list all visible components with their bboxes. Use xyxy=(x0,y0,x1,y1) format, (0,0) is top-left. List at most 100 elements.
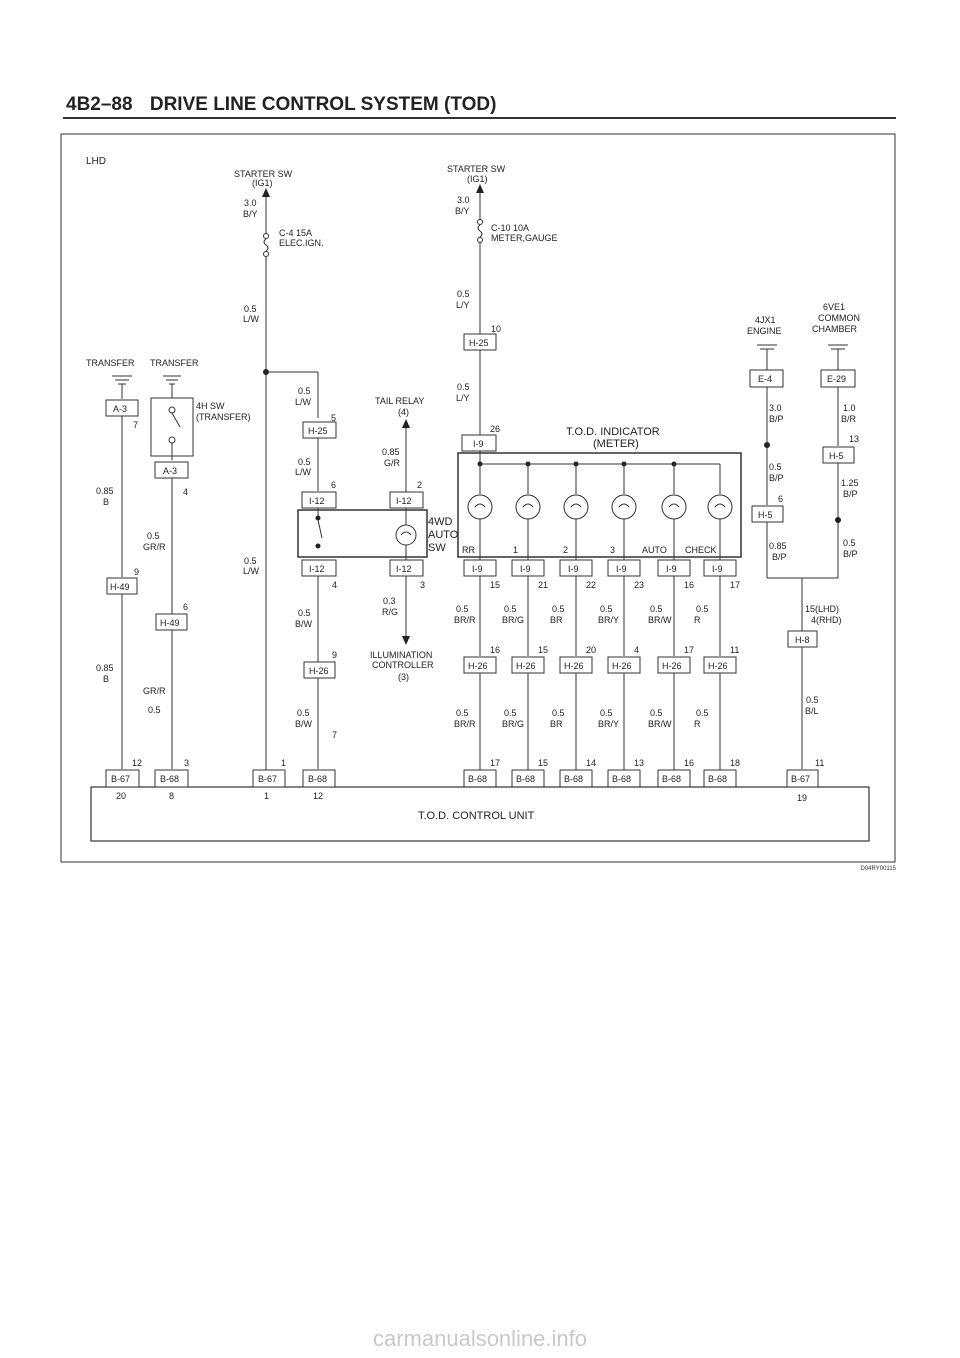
svg-text:(3): (3) xyxy=(398,672,409,682)
diagram-frame xyxy=(60,133,896,863)
svg-text:I-12: I-12 xyxy=(309,564,325,574)
4wd-auto-switch: 4WD AUTO SW xyxy=(297,508,459,561)
svg-text:B/P: B/P xyxy=(769,473,784,483)
svg-text:12: 12 xyxy=(313,791,323,801)
svg-text:1.25: 1.25 xyxy=(841,478,859,488)
svg-text:ENGINE: ENGINE xyxy=(747,326,782,336)
wire-size: 0.5 xyxy=(456,604,469,614)
svg-text:0.85: 0.85 xyxy=(96,663,114,673)
svg-text:0.5: 0.5 xyxy=(843,538,856,548)
wire-color: BR/G xyxy=(502,615,524,625)
wire-size: 0.5 xyxy=(552,708,565,718)
svg-text:B/P: B/P xyxy=(843,549,858,559)
pin-number: 16 xyxy=(684,758,694,768)
svg-text:H-25: H-25 xyxy=(469,338,489,348)
svg-text:4: 4 xyxy=(332,580,337,590)
connector-label: H-26 xyxy=(612,661,632,671)
wire-size: 0.5 xyxy=(456,708,469,718)
svg-text:3.0: 3.0 xyxy=(457,195,470,205)
svg-text:L/Y: L/Y xyxy=(456,300,470,310)
svg-text:GR/R: GR/R xyxy=(143,542,166,552)
illumination-arrow xyxy=(402,636,410,645)
svg-text:B-67: B-67 xyxy=(791,774,810,784)
pin-number: 22 xyxy=(586,580,596,590)
svg-text:4JX1: 4JX1 xyxy=(755,315,776,325)
svg-text:B/P: B/P xyxy=(769,414,784,424)
svg-text:(IG1): (IG1) xyxy=(252,178,273,188)
svg-text:H-5: H-5 xyxy=(829,451,844,461)
wire-color: BR/R xyxy=(454,615,476,625)
svg-text:2: 2 xyxy=(417,480,422,490)
indicator-lamp xyxy=(661,494,687,520)
indicator-lamp xyxy=(515,494,541,520)
svg-text:12: 12 xyxy=(132,758,142,768)
svg-text:3: 3 xyxy=(184,758,189,768)
connector-label: B-68 xyxy=(468,774,487,784)
svg-text:E-29: E-29 xyxy=(827,374,846,384)
lamp-label: CHECK xyxy=(685,545,717,555)
svg-text:8: 8 xyxy=(169,791,174,801)
header-rule xyxy=(63,117,896,119)
tod-indicator-meter: T.O.D. INDICATOR (METER) xyxy=(457,426,742,558)
bottom-connector-right: 11 B-67 19 xyxy=(786,758,824,803)
svg-text:TAIL RELAY: TAIL RELAY xyxy=(375,396,424,406)
indicator-lamp xyxy=(611,494,637,520)
svg-text:L/W: L/W xyxy=(295,467,312,477)
wire-size: 0.5 xyxy=(696,708,709,718)
svg-text:0.85: 0.85 xyxy=(769,541,787,551)
connector-label: B-68 xyxy=(708,774,727,784)
svg-text:7: 7 xyxy=(133,420,138,430)
page-header: 4B2–88 DRIVE LINE CONTROL SYSTEM (TOD) xyxy=(66,94,496,116)
pin-number: 4 xyxy=(634,645,639,655)
wire-size: 0.5 xyxy=(504,708,517,718)
starter-sw-left: STARTER SW (IG1) 3.0 B/Y C-4 15A ELEC.IG… xyxy=(234,169,324,770)
svg-text:STARTER SW: STARTER SW xyxy=(447,164,506,174)
connector-label: I-9 xyxy=(472,564,483,574)
svg-text:0.5: 0.5 xyxy=(806,695,819,705)
control-unit-label: T.O.D. CONTROL UNIT xyxy=(418,810,535,822)
svg-text:H-49: H-49 xyxy=(160,618,180,628)
svg-text:L/W: L/W xyxy=(295,397,312,407)
lamp-label: AUTO xyxy=(642,545,667,555)
svg-text:1.0: 1.0 xyxy=(843,403,856,413)
starter-sw-center: STARTER SW (IG1) 3.0 B/Y C-10 10A METER,… xyxy=(447,164,558,334)
svg-text:4WD: 4WD xyxy=(428,516,453,528)
svg-text:B/W: B/W xyxy=(295,619,313,629)
svg-text:B/P: B/P xyxy=(843,489,858,499)
svg-text:L/Y: L/Y xyxy=(456,393,470,403)
svg-text:0.5: 0.5 xyxy=(457,289,470,299)
svg-text:(TRANSFER): (TRANSFER) xyxy=(196,412,251,422)
svg-text:B: B xyxy=(103,674,109,684)
indicator-wire-chains: I-9150.5BR/R16H-260.5BR/R17B-6829I-9210.… xyxy=(454,559,740,801)
connector-label: H-26 xyxy=(516,661,536,671)
svg-text:COMMON: COMMON xyxy=(818,313,860,323)
lamp-label: 2 xyxy=(563,545,568,555)
lamp-label: 1 xyxy=(513,545,518,555)
svg-text:0.5: 0.5 xyxy=(148,705,161,715)
page-number: 4B2–88 xyxy=(66,94,133,115)
connector-label: H-26 xyxy=(468,661,488,671)
wire-color: BR/W xyxy=(648,719,672,729)
svg-text:C-4 15A: C-4 15A xyxy=(279,228,312,238)
4h-switch: 4H SW (TRANSFER) xyxy=(150,397,251,460)
svg-text:C-10 10A: C-10 10A xyxy=(491,223,529,233)
connector-label: I-9 xyxy=(520,564,531,574)
svg-text:0.5: 0.5 xyxy=(298,608,311,618)
wire-size: 0.5 xyxy=(504,604,517,614)
lhd-label: LHD xyxy=(86,156,106,167)
svg-text:T.O.D. INDICATOR: T.O.D. INDICATOR xyxy=(566,426,660,438)
pin-number: 15 xyxy=(538,645,548,655)
wire-color: BR xyxy=(550,615,563,625)
wire-color: BR/Y xyxy=(598,719,619,729)
svg-text:B-68: B-68 xyxy=(160,774,179,784)
svg-text:CONTROLLER: CONTROLLER xyxy=(372,660,434,670)
svg-text:19: 19 xyxy=(797,793,807,803)
lamp-label: RR xyxy=(462,545,475,555)
svg-text:AUTO: AUTO xyxy=(428,529,459,541)
connector-label: H-26 xyxy=(708,661,728,671)
svg-text:B/Y: B/Y xyxy=(243,209,258,219)
